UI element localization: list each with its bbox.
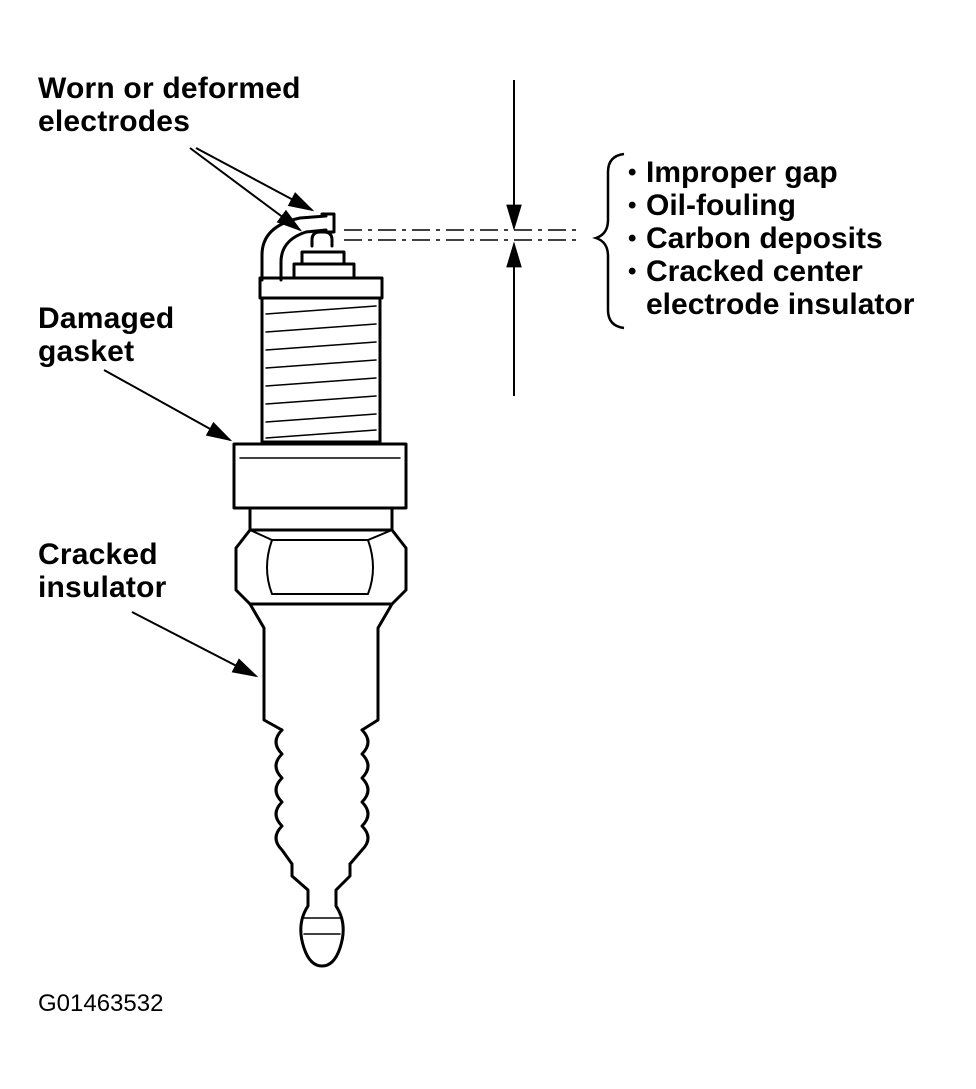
label-worn-line-1: Worn or deformed xyxy=(38,72,301,105)
bullet: • xyxy=(628,192,637,219)
label-gasket-line-2: gasket xyxy=(38,335,135,368)
causes-list: • Improper gap • Oil-fouling • Carbon de… xyxy=(626,156,914,321)
cause-item: • Oil-fouling xyxy=(626,189,914,222)
terminal xyxy=(290,862,352,968)
cause-item-continuation: electrode insulator xyxy=(626,288,914,321)
cause-item: • Carbon deposits xyxy=(626,222,914,255)
bullet: • xyxy=(628,225,637,252)
gap-dimension xyxy=(344,80,576,396)
label-insulator-line-1: Cracked xyxy=(38,538,158,571)
cause-text: Cracked center xyxy=(646,255,863,288)
arrow-gasket xyxy=(103,369,233,442)
cause-text: Improper gap xyxy=(646,156,838,189)
label-gasket-line-1: Damaged xyxy=(38,302,175,335)
label-damaged-gasket: Damaged gasket xyxy=(38,302,174,368)
label-insulator-line-2: insulator xyxy=(38,571,167,604)
thread-top-body xyxy=(260,296,382,444)
label-worn-electrodes: Worn or deformed electrodes xyxy=(38,72,301,138)
thread-top-ring xyxy=(258,276,384,300)
cause-item: • Improper gap xyxy=(626,156,914,189)
cause-text: Oil-fouling xyxy=(646,189,796,222)
thread-lines xyxy=(265,305,377,439)
figure-code: G01463532 xyxy=(38,990,164,1017)
arrow-worn-to-ground xyxy=(195,147,315,212)
hex-nut xyxy=(234,528,408,606)
gasket xyxy=(232,442,408,510)
center-electrode xyxy=(310,230,334,248)
cause-text: electrode insulator xyxy=(646,288,915,321)
bullet: • xyxy=(628,258,637,285)
cause-item: • Cracked center xyxy=(626,255,914,288)
bullet: • xyxy=(628,159,637,186)
arrow-insulator xyxy=(131,611,259,678)
insulator-ribs xyxy=(274,728,370,866)
label-cracked-insulator: Cracked insulator xyxy=(38,538,166,604)
arrow-worn-to-center xyxy=(189,147,303,232)
label-worn-line-2: electrodes xyxy=(38,105,191,138)
brace xyxy=(592,152,625,330)
cause-text: Carbon deposits xyxy=(646,222,883,255)
